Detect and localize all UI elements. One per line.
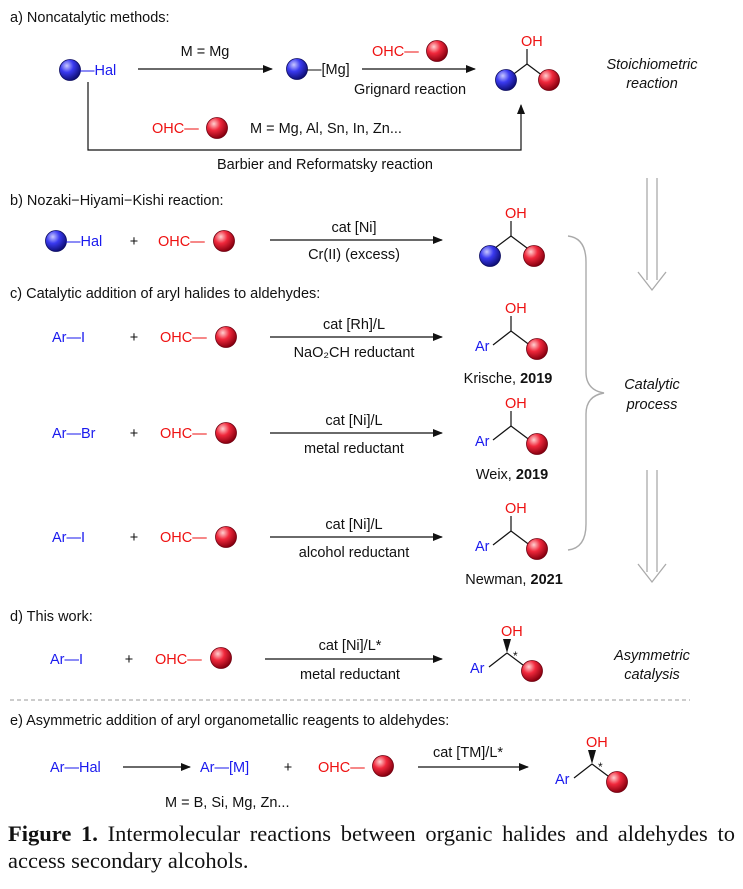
d-star: *	[513, 649, 518, 663]
plus-sign: +	[284, 760, 292, 776]
down-arrow-2	[637, 470, 667, 584]
down-arrow-1	[637, 178, 667, 292]
e-product-red	[606, 771, 628, 793]
e-aldehyde	[372, 755, 394, 777]
nhk-halide-ball	[45, 230, 67, 252]
product-blue-ball	[495, 69, 517, 91]
halide-blue-ball	[59, 59, 81, 81]
plus-sign: +	[125, 652, 133, 668]
d-oh: OH	[501, 624, 523, 640]
c-row1-product-red	[526, 338, 548, 360]
c-row2-aldehyde	[215, 422, 237, 444]
mg-label: —[Mg]	[307, 62, 350, 78]
section-d-title: d) This work:	[10, 609, 93, 625]
c-row2-product-red	[526, 433, 548, 455]
nhk-product	[490, 221, 532, 252]
d-cond-bottom: metal reductant	[300, 667, 400, 683]
section-e-title: e) Asymmetric addition of aryl organomet…	[10, 713, 449, 729]
c-row3-product-red	[526, 538, 548, 560]
reaction-scheme: a) Noncatalytic methods: —Hal M = Mg —[M…	[10, 10, 698, 811]
aldehyde-red-ball-barbier	[206, 117, 228, 139]
c-row3-ohc: OHC—	[160, 530, 207, 546]
c-row3-product	[492, 516, 532, 547]
e-product	[573, 750, 613, 780]
caption-text: Intermolecular reactions between organic…	[8, 821, 735, 873]
e-ar: Ar	[555, 772, 570, 788]
d-substrate: Ar—I	[50, 652, 83, 668]
plus-sign: +	[130, 330, 138, 346]
c-row3-ref: Newman, 2021	[465, 572, 563, 588]
hal-label: —Hal	[80, 63, 116, 79]
reagent-mg: M = Mg	[181, 44, 230, 60]
c-row2-ohc: OHC—	[160, 426, 207, 442]
metals-list: M = Mg, Al, Sn, In, Zn...	[250, 121, 402, 137]
c-row3-cond-top: cat [Ni]/L	[325, 517, 382, 533]
nhk-product-red	[523, 245, 545, 267]
c-row2-cond-bottom: metal reductant	[304, 441, 404, 457]
nhk-aldehyde-ball	[213, 230, 235, 252]
c-row2-ar: Ar	[475, 434, 490, 450]
e-star: *	[598, 760, 603, 774]
c-row2-substrate: Ar—Br	[52, 426, 96, 442]
c-row2-oh: OH	[505, 396, 527, 412]
c-row3-oh: OH	[505, 501, 527, 517]
e-intermediate: Ar—[M]	[200, 760, 249, 776]
c-row2-ref: Weix, 2019	[476, 467, 548, 483]
nhk-cond-bottom: Cr(II) (excess)	[308, 247, 400, 263]
c-row1-ohc: OHC—	[160, 330, 207, 346]
aldehyde-red-ball	[426, 40, 448, 62]
e-start: Ar—Hal	[50, 760, 101, 776]
oh-label: OH	[521, 34, 543, 50]
figure-caption: Figure 1. Intermolecular reactions betwe…	[8, 820, 735, 874]
d-product-red	[521, 660, 543, 682]
ohc-label: OHC—	[372, 44, 419, 60]
c-row1-ar: Ar	[475, 339, 490, 355]
caption-label: Figure 1.	[8, 821, 98, 846]
barbier-label: Barbier and Reformatsky reaction	[217, 157, 433, 173]
d-cond-top: cat [Ni]/L*	[319, 638, 382, 654]
section-c-title: c) Catalytic addition of aryl halides to…	[10, 286, 320, 302]
c-row1-cond-top: cat [Rh]/L	[323, 317, 385, 333]
nhk-oh: OH	[505, 206, 527, 222]
plus-sign: +	[130, 530, 138, 546]
c-row1-cond-bottom: NaO₂CH reductant	[294, 345, 415, 361]
c-row1-substrate: Ar—I	[52, 330, 85, 346]
e-metals: M = B, Si, Mg, Zn...	[165, 795, 290, 811]
d-aldehyde	[210, 647, 232, 669]
c-row1-product	[492, 316, 532, 347]
c-row3-ar: Ar	[475, 539, 490, 555]
d-ohc: OHC—	[155, 652, 202, 668]
nhk-ohc: OHC—	[158, 234, 205, 250]
e-cond-top: cat [TM]/L*	[433, 745, 503, 761]
e-oh: OH	[586, 735, 608, 751]
section-b-title: b) Nozaki−Hiyami−Kishi reaction:	[10, 193, 224, 209]
c-row1-oh: OH	[505, 301, 527, 317]
d-product	[488, 639, 528, 669]
nhk-product-blue	[479, 245, 501, 267]
c-row3-aldehyde	[215, 526, 237, 548]
d-ar: Ar	[470, 661, 485, 677]
ohc-label-barbier: OHC—	[152, 121, 199, 137]
c-row1-aldehyde	[215, 326, 237, 348]
plus-sign: +	[130, 426, 138, 442]
barbier-path-arrow	[87, 82, 525, 151]
c-row3-substrate: Ar—I	[52, 530, 85, 546]
c-row2-cond-top: cat [Ni]/L	[325, 413, 382, 429]
grignard-blue-ball	[286, 58, 308, 80]
e-ohc: OHC—	[318, 760, 365, 776]
catalytic-brace	[567, 235, 605, 551]
c-row3-cond-bottom: alcohol reductant	[299, 545, 409, 561]
grignard-reaction-label: Grignard reaction	[354, 82, 466, 98]
nhk-cond-top: cat [Ni]	[331, 220, 376, 236]
section-a-title: a) Noncatalytic methods:	[10, 10, 170, 26]
nhk-hal-label: —Hal	[66, 234, 102, 250]
c-row2-product	[492, 411, 532, 442]
c-row1-ref: Krische, 2019	[464, 371, 553, 387]
product-red-ball	[538, 69, 560, 91]
plus-sign: +	[130, 234, 138, 250]
